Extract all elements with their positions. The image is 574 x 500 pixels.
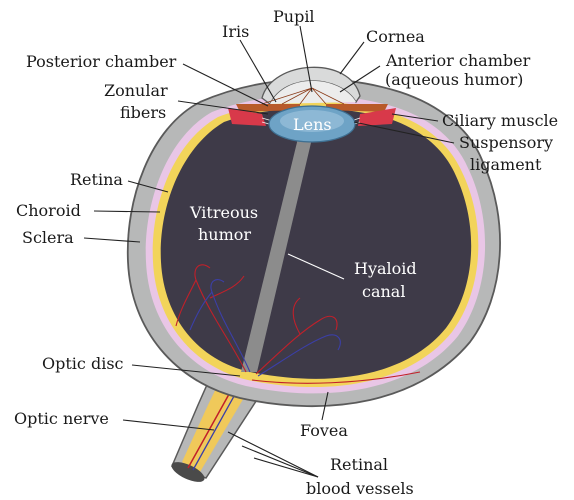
leader-cornea bbox=[340, 42, 364, 74]
label-iris: Iris bbox=[222, 22, 249, 41]
label-optic-nerve: Optic nerve bbox=[14, 409, 109, 428]
label-retinal-blood-vessels-line1: Retinal bbox=[330, 455, 388, 474]
label-lens: Lens bbox=[293, 115, 332, 134]
label-vitreous-humor-line2: humor bbox=[198, 225, 251, 244]
label-hyaloid-canal-line1: Hyaloid bbox=[354, 259, 417, 278]
label-retina: Retina bbox=[70, 170, 123, 189]
label-vitreous-humor-line1: Vitreous bbox=[189, 203, 258, 222]
label-retinal-blood-vessels-line2: blood vessels bbox=[306, 479, 414, 498]
label-ciliary-muscle: Ciliary muscle bbox=[442, 111, 558, 130]
label-fovea: Fovea bbox=[300, 421, 348, 440]
label-zonular-fibers-line1: Zonular bbox=[104, 81, 168, 100]
label-suspensory-ligament-line2: ligament bbox=[470, 155, 542, 174]
label-choroid: Choroid bbox=[16, 201, 81, 220]
label-zonular-fibers-line2: fibers bbox=[120, 103, 166, 122]
leader-retinal-blood-vessels bbox=[242, 446, 318, 477]
label-suspensory-ligament-line1: Suspensory bbox=[459, 133, 553, 152]
label-optic-disc: Optic disc bbox=[42, 354, 124, 373]
label-anterior-chamber-line2: (aqueous humor) bbox=[385, 70, 523, 89]
label-cornea: Cornea bbox=[366, 27, 425, 46]
label-hyaloid-canal-line2: canal bbox=[362, 282, 405, 301]
label-sclera: Sclera bbox=[22, 228, 74, 247]
label-posterior-chamber: Posterior chamber bbox=[26, 52, 177, 71]
label-anterior-chamber-line1: Anterior chamber bbox=[385, 51, 531, 70]
label-pupil: Pupil bbox=[273, 7, 315, 26]
